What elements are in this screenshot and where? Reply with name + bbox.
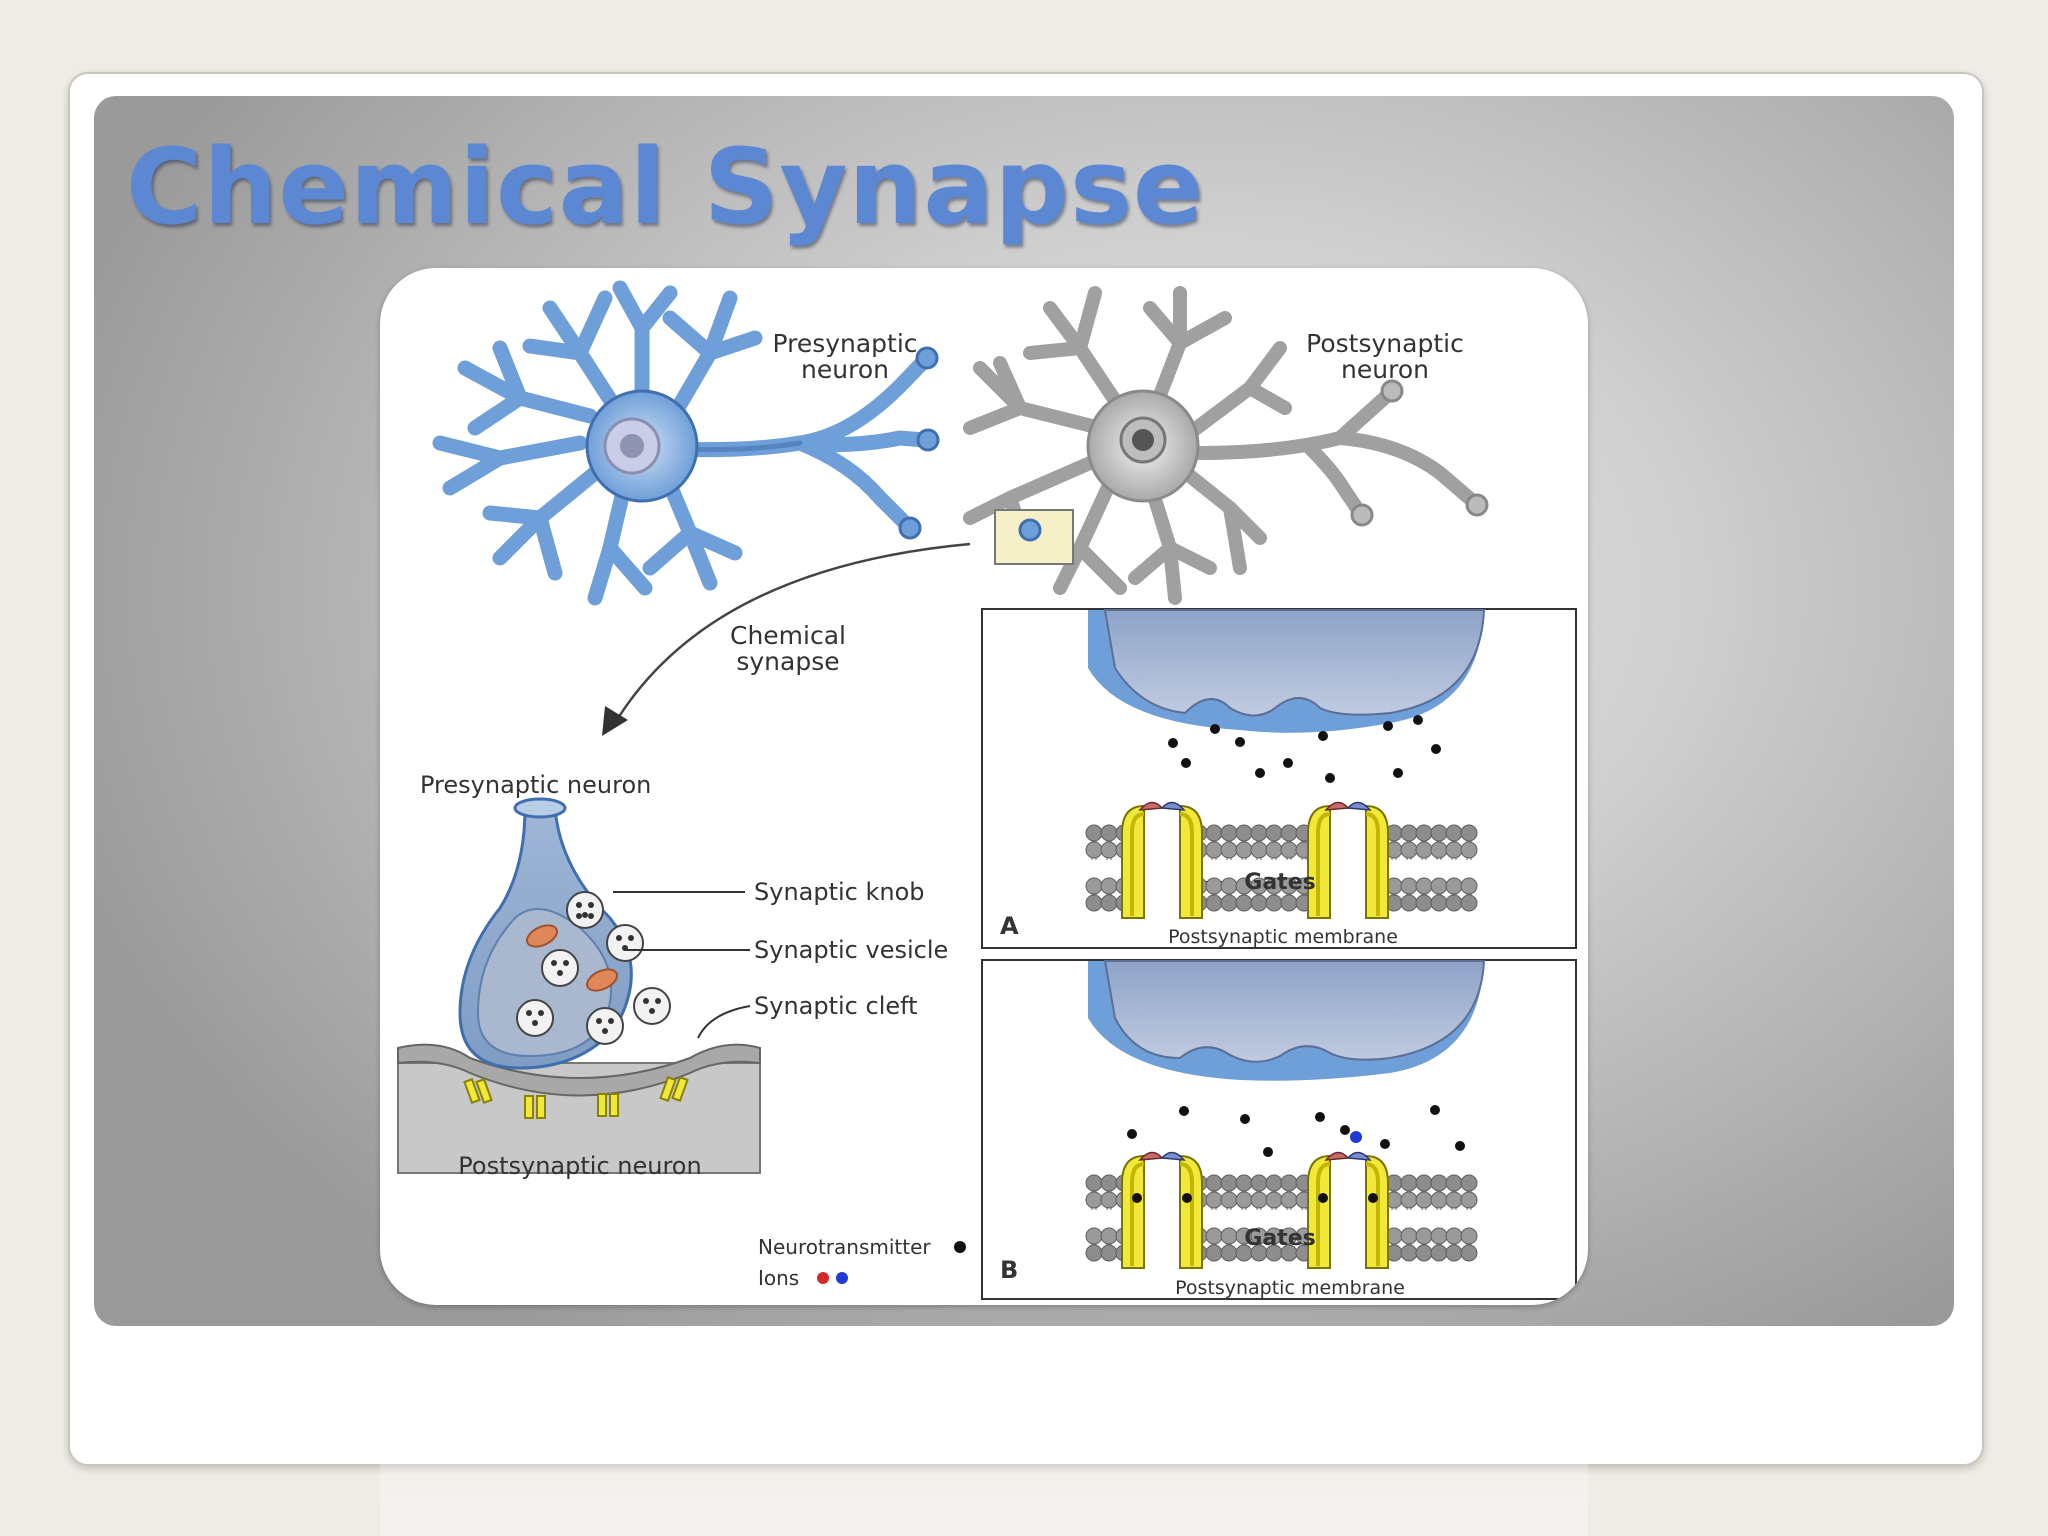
ion-blue-swatch [836, 1272, 848, 1284]
neurotransmitter-swatch [954, 1241, 966, 1253]
postsynaptic-neuron-label: Postsynaptic neuron [458, 1152, 701, 1180]
synaptic-knob-label: Synaptic knob [754, 878, 925, 906]
zoom-arrow [613, 542, 971, 724]
synaptic-vesicle-label: Synaptic vesicle [754, 936, 948, 964]
panel-b [981, 959, 1577, 1300]
chemical-synapse-label-top: Chemical [730, 621, 846, 650]
image-reflection: Presynaptic neuron Postsynaptic neuron C… [380, 1315, 1588, 1536]
postsynaptic-label-top: Postsynaptic [1306, 329, 1464, 358]
legend-ions: Ions [758, 1266, 799, 1290]
ion-red-swatch [817, 1272, 829, 1284]
panel-a-letter: A [1000, 912, 1019, 940]
slide-title: Chemical Synapse [126, 126, 1205, 248]
panel-b-letter: B [1000, 1256, 1018, 1284]
synaptic-knob-drawing [397, 797, 761, 1174]
panel-b-membrane-label: Postsynaptic membrane [1175, 1277, 1405, 1299]
postsynaptic-label-bottom: neuron [1341, 355, 1429, 384]
lipid-bilayers [1085, 801, 1478, 1269]
synapse-diagram: Presynaptic neuron Postsynaptic neuron C… [397, 280, 1577, 1300]
panel-a-membrane-label: Postsynaptic membrane [1168, 926, 1398, 948]
legend-neurotransmitter: Neurotransmitter [758, 1235, 931, 1259]
synaptic-cleft-label: Synaptic cleft [754, 992, 918, 1020]
presynaptic-neuron-label: Presynaptic neuron [420, 771, 651, 799]
panel-a-gates-label: Gates [1244, 870, 1315, 895]
synapse-diagram-image: Presynaptic neuron Postsynaptic neuron C… [380, 268, 1588, 1305]
chemical-synapse-label-bottom: synapse [736, 647, 839, 676]
ion-blue-b [1350, 1131, 1362, 1143]
presynaptic-label-top: Presynaptic [772, 329, 917, 358]
panel-b-gates-label: Gates [1244, 1226, 1315, 1251]
presynaptic-label-bottom: neuron [801, 355, 889, 384]
presynaptic-neuron-drawing [432, 280, 933, 606]
legend: Neurotransmitter Ions [758, 1235, 966, 1290]
